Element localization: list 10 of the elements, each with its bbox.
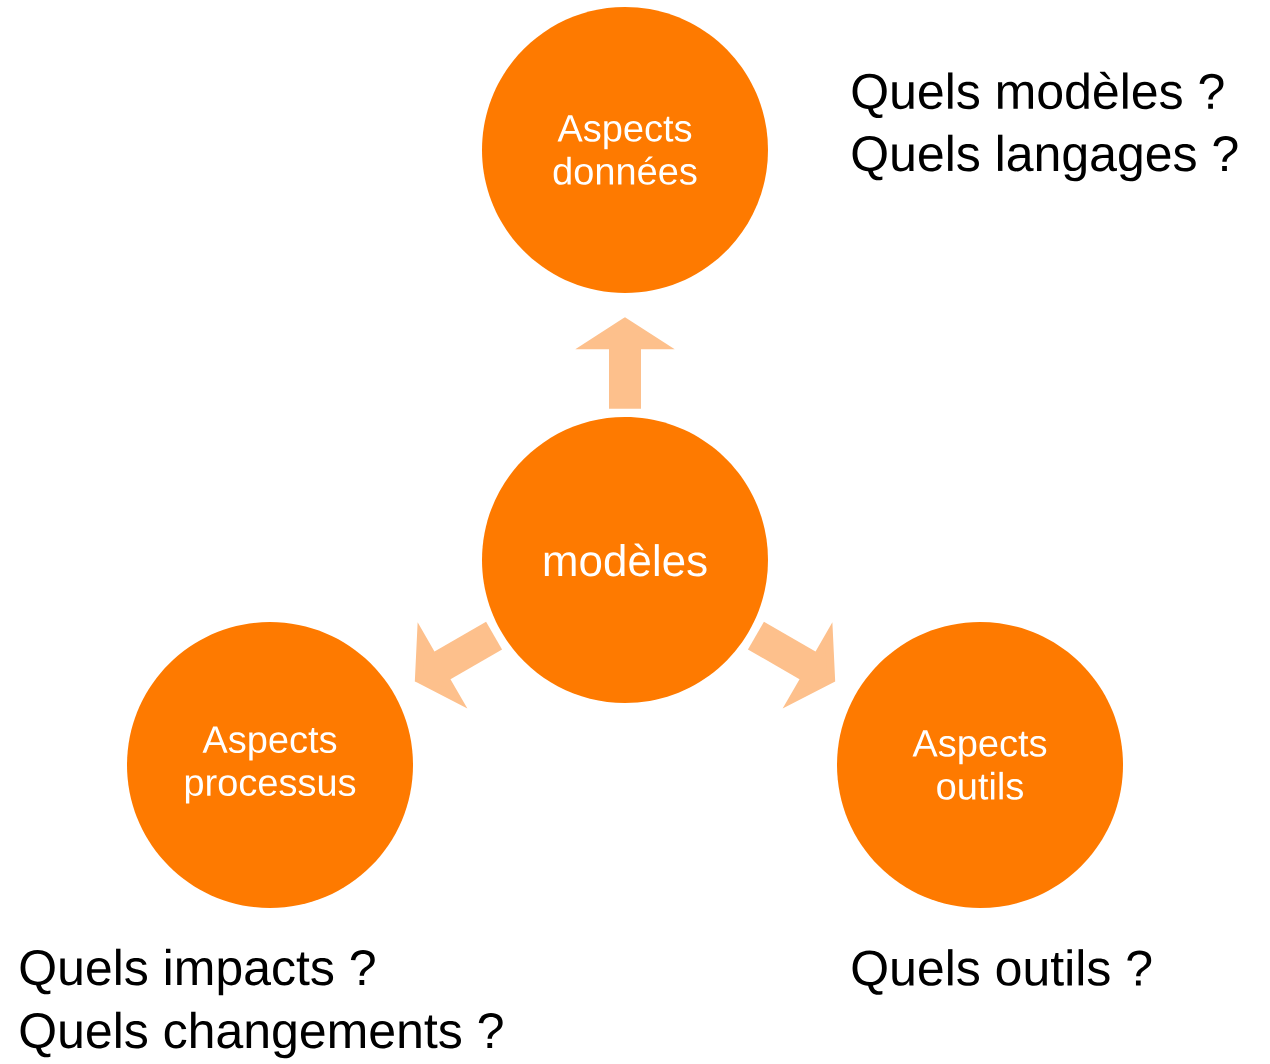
circle-node: Aspects données	[482, 7, 768, 293]
block-arrow	[414, 621, 503, 709]
question-text: Quels langages ?	[852, 134, 1238, 182]
question-text: Quels outils ?	[852, 949, 1152, 995]
circle-node: Aspects processus	[127, 622, 413, 908]
circle-node: modèles	[482, 417, 768, 703]
question-text: Quels modèles ?	[852, 71, 1224, 119]
question-text: Quels impacts ?	[20, 948, 375, 996]
circle-node: Aspects outils	[837, 622, 1123, 908]
question-text: Quels changements ?	[20, 1011, 503, 1059]
